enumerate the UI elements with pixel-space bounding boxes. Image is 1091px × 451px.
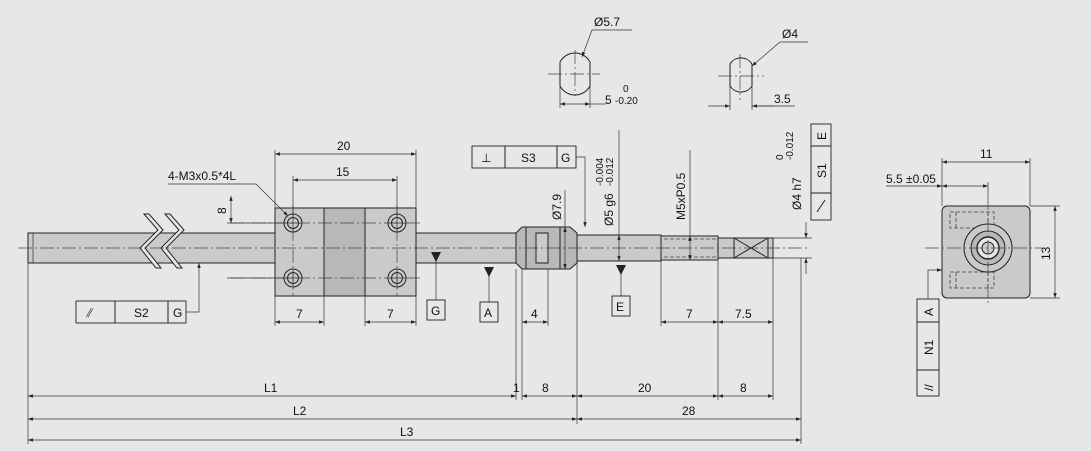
s2-datum: G [173, 306, 182, 320]
n1-label: N1 [922, 339, 936, 355]
end-view: 11 5.5 ±0.05 13 A N1 // [886, 147, 1060, 397]
datum-g: G [431, 304, 440, 318]
dim-28: 28 [682, 404, 696, 418]
datum-e: E [616, 300, 624, 314]
s3-datum: G [561, 151, 570, 165]
dim-m5: M5xP0.5 [674, 172, 688, 220]
section-d5-7: Ø5.7 0 5 -0.20 [548, 15, 638, 108]
s2-label: S2 [134, 306, 149, 320]
dim-d5-g6: Ø5 g6 [602, 193, 616, 226]
datums: G A E [426, 252, 631, 323]
tol-5-upper: 0 [623, 84, 629, 95]
s1-datum: E [815, 132, 829, 140]
nut-center-body [323, 207, 366, 297]
dim-13: 13 [1039, 246, 1053, 260]
n1-symbol: // [922, 384, 936, 391]
section-d4: Ø4 3.5 [708, 27, 808, 110]
s3-label: S3 [521, 151, 536, 165]
datum-a-box [479, 301, 499, 323]
dim-3-5: 3.5 [774, 92, 791, 106]
dim-5: 5 [605, 93, 612, 107]
dim-20-journal: 20 [638, 381, 652, 395]
s3-symbol: ⊥ [481, 151, 491, 165]
s1-label: S1 [815, 163, 829, 178]
dim-4: 4 [531, 307, 538, 321]
dim-8-end: 8 [740, 381, 747, 395]
break-line-2 [160, 213, 185, 269]
dim-20: 20 [337, 139, 351, 153]
dim-7-left: 7 [296, 307, 303, 321]
main-view [18, 205, 808, 297]
dim-15: 15 [336, 165, 350, 179]
dim-5-5: 5.5 ±0.05 [886, 172, 936, 186]
tol-d4-upper: 0 [775, 154, 786, 160]
tolerance-frame-s1: E S1 [810, 123, 832, 221]
dim-7-5: 7.5 [735, 307, 752, 321]
dim-1: 1 [513, 381, 520, 395]
break-line [139, 213, 164, 269]
dim-8-vertical: 8 [215, 207, 229, 214]
dim-L1: L1 [264, 381, 278, 395]
dim-d4: Ø4 [782, 27, 798, 41]
datum-g-box [426, 299, 446, 321]
tol-5-lower: -0.20 [615, 96, 638, 107]
s2-symbol: ⫽ [85, 306, 94, 320]
datum-a: A [484, 306, 492, 320]
tolerance-frame-s3: ⊥ S3 G [471, 145, 587, 227]
tol-d4-lower: -0.012 [785, 131, 796, 160]
tolerance-frame-s2: ⫽ S2 G [75, 263, 201, 324]
dim-L2: L2 [293, 404, 307, 418]
dim-d7-9: Ø7.9 [550, 194, 564, 220]
dim-8-flange: 8 [542, 381, 549, 395]
dim-d5-7: Ø5.7 [594, 15, 620, 29]
datum-e-box [611, 295, 631, 317]
dimensions-main: 20 15 4-M3x0.5*4L 8 7 7 4 7 7.5 Ø7.9 [27, 130, 812, 444]
dim-7-right: 7 [387, 307, 394, 321]
dim-11: 11 [980, 147, 993, 161]
tol-d5-upper: -0.004 [595, 157, 606, 186]
tol-d5-lower: -0.012 [605, 157, 616, 186]
dim-7-thread: 7 [686, 307, 693, 321]
n1-datum: A [922, 308, 936, 316]
dim-d4-h7: Ø4 h7 [790, 177, 804, 210]
thread-callout: 4-M3x0.5*4L [168, 169, 236, 183]
dim-L3: L3 [400, 425, 414, 439]
